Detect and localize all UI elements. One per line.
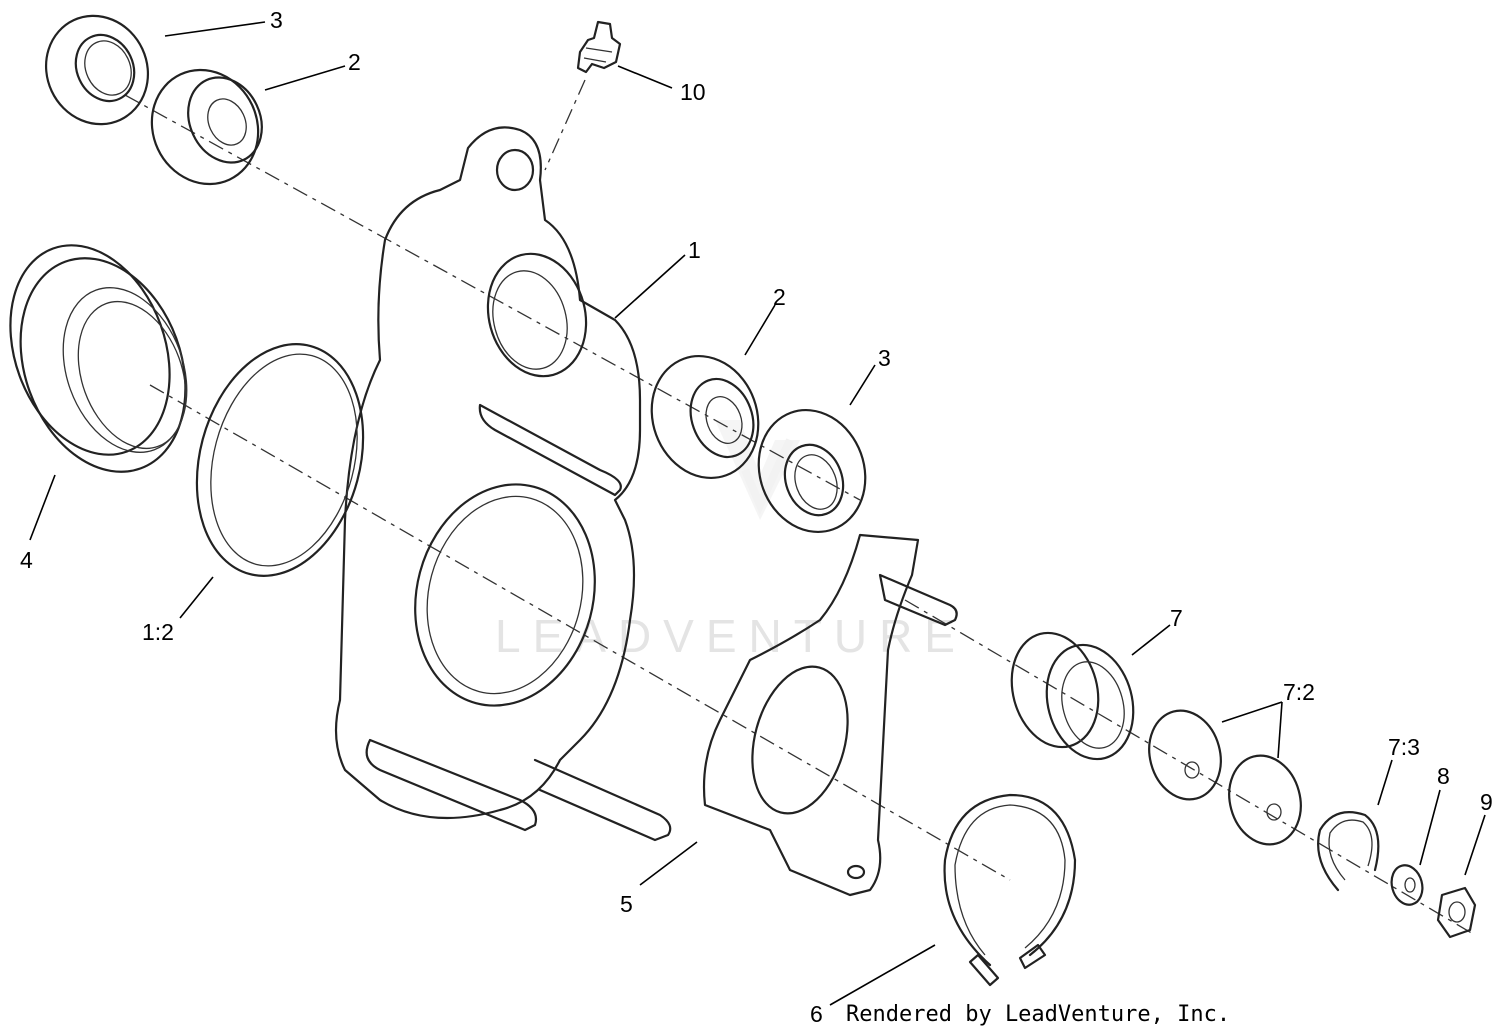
retaining-ring-part-6 (943, 793, 1077, 987)
callout-6: 6 (810, 1001, 823, 1027)
callout-7-2: 7:2 (1283, 679, 1315, 705)
callout-3-top: 3 (270, 7, 283, 33)
leader-lines (29, 21, 1486, 1006)
callout-1: 1 (688, 237, 701, 263)
seal-part-3-middle (757, 408, 867, 534)
callout-4: 4 (20, 547, 33, 573)
callout-2-top: 2 (348, 49, 361, 75)
assembly-axes (124, 79, 1476, 936)
bracket-part-5 (702, 533, 958, 897)
bearing-part-2-top (150, 68, 263, 186)
watermark-text: LEADVENTURE (495, 610, 967, 662)
callout-9: 9 (1480, 789, 1493, 815)
callout-3-middle: 3 (878, 345, 891, 371)
ring-part-1-2 (195, 343, 365, 577)
grease-fitting-part-10 (576, 20, 622, 74)
callout-5: 5 (620, 891, 633, 917)
snap-ring-part-7-3 (1317, 811, 1380, 892)
bushing-part-7-2 (1148, 709, 1302, 846)
callout-labels: 3 2 10 1 2 3 4 1:2 7 7:2 7:3 8 9 5 6 (20, 7, 1493, 1027)
callout-2-middle: 2 (773, 284, 786, 310)
spring-part-7 (1010, 631, 1135, 761)
watermark-logo (715, 420, 800, 520)
washer-part-8 (1390, 864, 1424, 906)
render-credit: Rendered by LeadVenture, Inc. (846, 1002, 1230, 1027)
spindle-housing-part-1 (334, 126, 672, 842)
callout-10: 10 (680, 79, 706, 105)
callout-1-2: 1:2 (142, 619, 174, 645)
nut-part-9 (1436, 886, 1477, 939)
seal-part-3-top (44, 14, 150, 126)
callout-7-3: 7:3 (1388, 734, 1420, 760)
cap-part-4 (9, 244, 188, 473)
callout-8: 8 (1437, 763, 1450, 789)
bearing-part-2-middle (650, 354, 760, 480)
callout-7: 7 (1170, 605, 1183, 631)
